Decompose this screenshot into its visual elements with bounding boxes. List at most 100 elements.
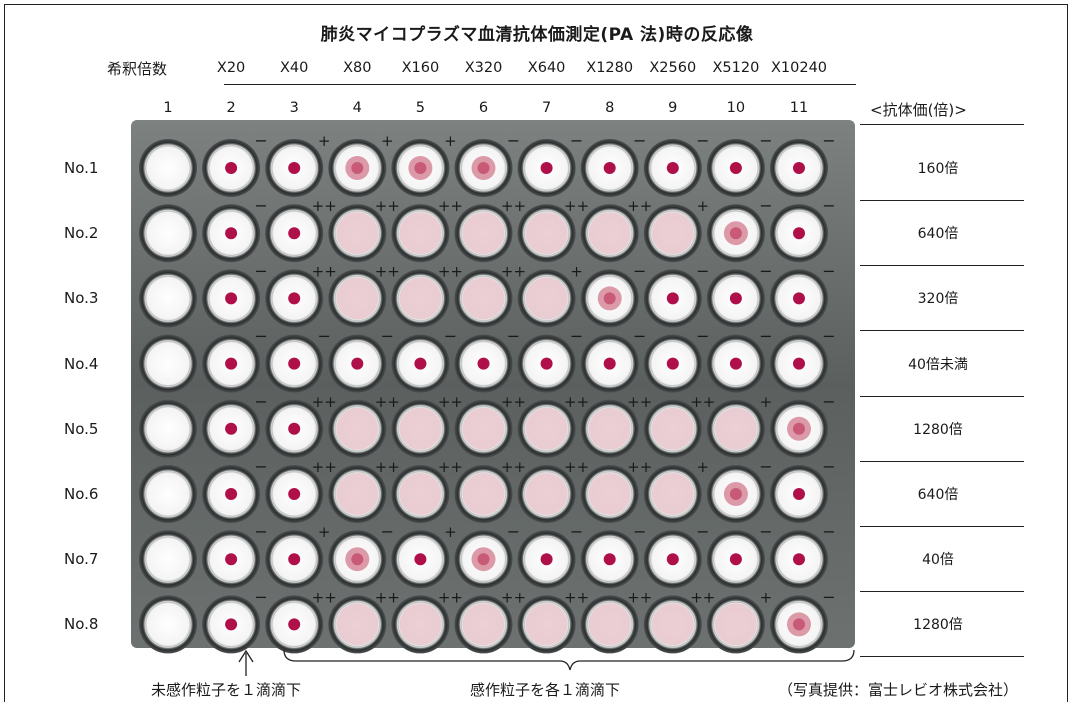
reaction-sign-r7-1: −	[254, 522, 267, 541]
well-r7-c9	[643, 530, 702, 589]
well-inner-edge	[523, 535, 571, 583]
well-r5-c1	[139, 399, 197, 458]
well-r6-c1	[139, 465, 197, 523]
well-r4-c10	[706, 334, 765, 393]
column-number-9: 9	[668, 100, 678, 116]
well-r3-c10	[706, 269, 765, 328]
reaction-sign-r1-6: −	[570, 131, 583, 150]
diffuse-agglutination	[525, 212, 568, 255]
well-r2-c10	[706, 204, 765, 263]
column-number-2: 2	[226, 100, 236, 116]
well-inner-edge	[207, 144, 255, 192]
button-sediment	[225, 292, 238, 305]
well-r4-c4	[328, 334, 387, 393]
button-sediment	[666, 553, 679, 566]
well-r6-c11	[770, 465, 828, 523]
titer-value-7: 40倍	[922, 552, 954, 569]
well-inner-edge	[523, 600, 571, 648]
diffuse-agglutination	[651, 603, 694, 646]
well-r4-c5	[391, 334, 450, 393]
well-r8-c4	[328, 595, 387, 654]
titer-separator-4	[860, 395, 1024, 397]
titer-separator-5	[860, 460, 1024, 462]
button-sediment	[603, 162, 616, 174]
reaction-sign-r8-8: ++	[690, 588, 715, 606]
well-r5-c9	[643, 399, 702, 458]
well-inner-edge	[270, 209, 318, 257]
reaction-sign-r7-2: +	[318, 523, 331, 541]
button-sediment	[414, 553, 427, 566]
reaction-sign-r3-4: ++	[438, 262, 463, 280]
reaction-sign-r2-10: −	[822, 196, 835, 215]
well-r1-c6	[454, 139, 513, 197]
reaction-sign-r4-10: −	[822, 327, 835, 346]
figure-frame	[4, 4, 1068, 702]
reaction-sign-r1-1: −	[254, 131, 267, 150]
well-r6-c4	[328, 465, 387, 523]
well-inner-edge	[523, 340, 571, 388]
reaction-sign-r7-3: −	[381, 522, 394, 541]
titer-value-8: 1280倍	[913, 617, 963, 634]
well-r8-c1	[139, 595, 197, 654]
well-r8-c7	[517, 595, 576, 654]
reaction-sign-r1-4: +	[444, 132, 457, 150]
column-number-3: 3	[289, 100, 299, 116]
button-sediment	[225, 488, 238, 500]
partial-center	[477, 162, 490, 174]
well-inner-edge	[333, 470, 381, 518]
button-sediment	[288, 488, 301, 500]
figure-title: 肺炎マイコプラズマ血清抗体価測定(PA 法)時の反応像	[320, 25, 754, 45]
well-inner-edge	[775, 340, 823, 388]
well-r3-c3	[265, 269, 324, 328]
titer-separator-7	[860, 591, 1024, 593]
diffuse-agglutination	[462, 277, 505, 320]
button-sediment	[351, 357, 364, 370]
partial-center	[414, 162, 427, 174]
well-inner-edge	[270, 144, 318, 192]
photo-credit: （写真提供：富士レビオ株式会社）	[778, 681, 1019, 699]
well-r5-c2	[202, 399, 261, 458]
well-inner-edge	[775, 405, 823, 453]
well-inner-edge	[649, 405, 697, 453]
well-inner-edge	[712, 209, 760, 257]
sample-label-6: No.6	[64, 485, 99, 503]
well-inner-edge	[712, 340, 760, 388]
partial-center	[477, 553, 490, 566]
reaction-sign-r7-6: −	[570, 522, 583, 541]
diffuse-agglutination	[399, 407, 442, 450]
button-sediment	[288, 162, 301, 174]
button-sediment	[666, 292, 679, 305]
well-r2-c9	[643, 204, 702, 263]
well-inner-edge	[396, 470, 444, 518]
reaction-sign-r1-2: +	[318, 132, 331, 150]
diffuse-agglutination	[399, 277, 442, 320]
well-r7-c3	[265, 530, 324, 589]
reaction-sign-r8-10: −	[822, 587, 835, 606]
reaction-sign-r7-8: −	[696, 522, 709, 541]
frame-bottom-left	[4, 661, 5, 702]
diffuse-agglutination	[336, 603, 379, 646]
reaction-sign-r4-7: −	[633, 327, 646, 346]
column-number-11: 11	[789, 100, 809, 116]
button-sediment	[729, 357, 742, 370]
sample-label-2: No.2	[64, 224, 99, 243]
reaction-sign-r4-2: −	[317, 327, 330, 346]
partial-center	[793, 618, 805, 631]
titer-value-2: 640倍	[917, 226, 959, 243]
well-r3-c5	[391, 269, 450, 328]
well-r7-c6	[454, 530, 513, 589]
well-r1-c11	[770, 139, 828, 197]
reaction-sign-r2-8: +	[697, 197, 710, 215]
well-r6-c5	[391, 465, 450, 523]
caption-unsensitized: 未感作粒子を１滴滴下	[151, 681, 302, 699]
well-inner-edge	[207, 470, 255, 518]
well-inner-edge	[144, 405, 192, 453]
well-r7-c11	[770, 530, 828, 589]
diffuse-agglutination	[588, 212, 631, 255]
well-r6-c6	[454, 465, 513, 523]
well-inner-edge	[396, 340, 444, 388]
button-sediment	[540, 357, 553, 370]
sensitized-bracket	[283, 649, 855, 671]
column-number-7: 7	[541, 100, 552, 116]
